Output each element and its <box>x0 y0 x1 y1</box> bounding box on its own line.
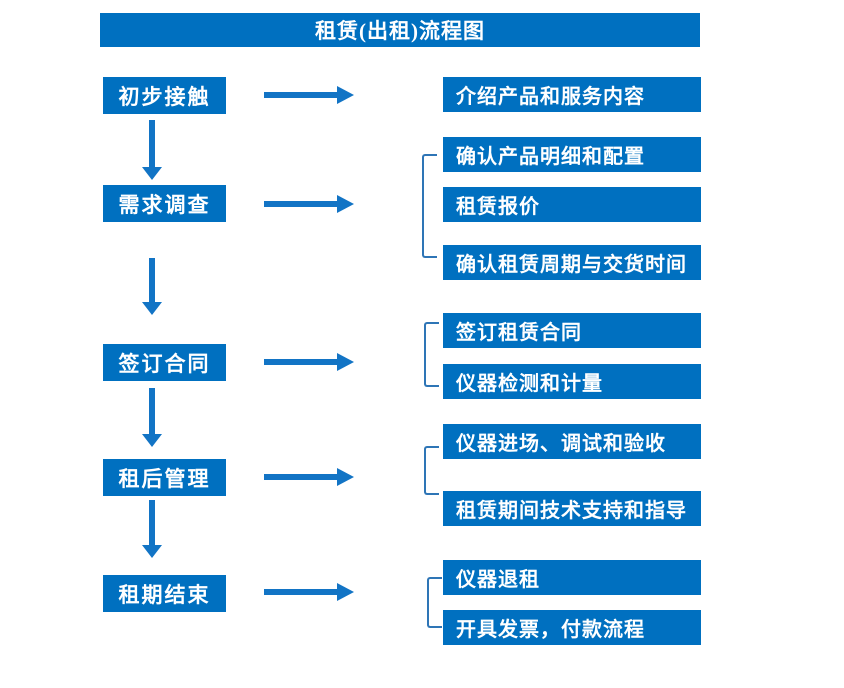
down-arrow-icon <box>142 120 162 180</box>
right-arrow-icon <box>264 353 354 371</box>
step-box-demand-survey: 需求调查 <box>103 185 226 222</box>
detail-box-invoice-payment: 开具发票，付款流程 <box>443 610 701 645</box>
step-box-rental-end: 租期结束 <box>103 575 226 612</box>
detail-box-instrument-return: 仪器退租 <box>443 560 701 595</box>
group-bracket <box>424 446 439 495</box>
right-arrow-icon <box>264 583 354 601</box>
group-bracket <box>422 154 437 258</box>
detail-box-introduce-products: 介绍产品和服务内容 <box>443 77 701 112</box>
detail-box-instrument-testing: 仪器检测和计量 <box>443 364 701 399</box>
detail-box-technical-support: 租赁期间技术支持和指导 <box>443 491 701 526</box>
right-arrow-icon <box>264 86 354 104</box>
detail-box-instrument-setup-acceptance: 仪器进场、调试和验收 <box>443 424 701 459</box>
down-arrow-icon <box>142 258 162 315</box>
step-box-initial-contact: 初步接触 <box>103 77 226 114</box>
group-bracket <box>427 577 442 628</box>
detail-box-confirm-rental-period: 确认租赁周期与交货时间 <box>443 245 701 280</box>
down-arrow-icon <box>142 388 162 447</box>
step-box-sign-contract: 签订合同 <box>103 344 226 381</box>
right-arrow-icon <box>264 468 354 486</box>
step-box-post-rental-management: 租后管理 <box>103 459 226 496</box>
group-bracket <box>424 322 439 387</box>
flowchart-title: 租赁(出租)流程图 <box>100 13 700 47</box>
down-arrow-icon <box>142 500 162 558</box>
detail-box-sign-rental-contract: 签订租赁合同 <box>443 313 701 348</box>
detail-box-rental-quote: 租赁报价 <box>443 187 701 222</box>
detail-box-confirm-product-details: 确认产品明细和配置 <box>443 137 701 172</box>
right-arrow-icon <box>264 195 354 213</box>
